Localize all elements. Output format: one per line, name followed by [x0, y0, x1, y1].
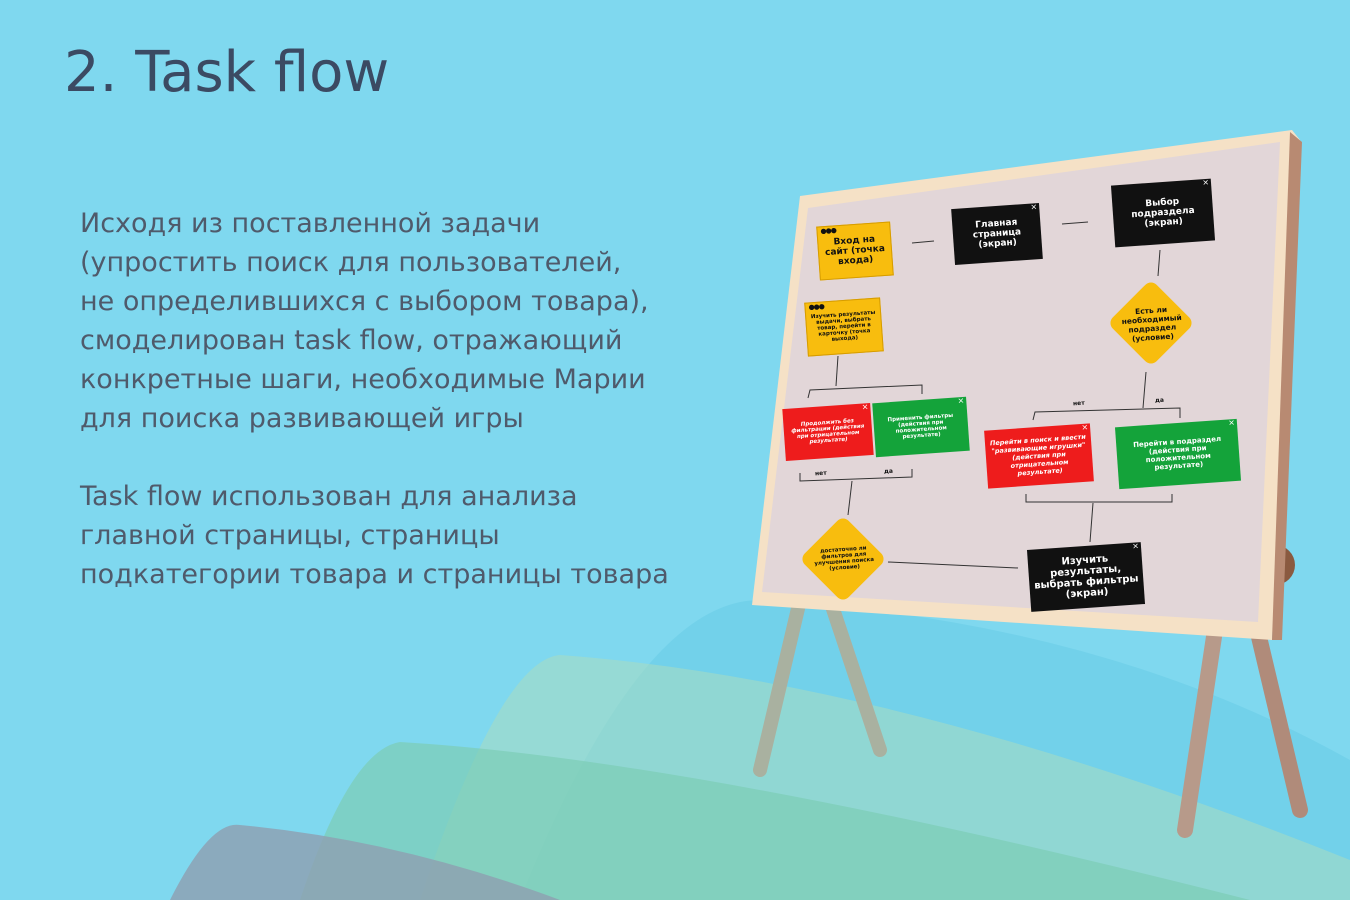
window-dots-icon: ●●● — [820, 226, 837, 236]
slide-paragraph-description: Исходя из поставленной задачи (упростить… — [80, 208, 649, 434]
flow-node-main-page: × Главная страница (экран) — [951, 202, 1043, 266]
flow-node-go-section: × Перейти в подраздел (действия при поло… — [1114, 417, 1242, 490]
branch-label-yes: да — [1154, 396, 1165, 405]
slide-title: 2. Task flow — [64, 40, 390, 105]
node-label: Изучить результаты, выбрать фильтры (экр… — [1033, 553, 1139, 601]
close-icon: × — [957, 395, 965, 406]
node-label: Вход на сайт (точка входа) — [824, 234, 886, 268]
close-icon: × — [1201, 177, 1210, 188]
flow-node-apply-filter: × Применить фильтры (действия при положи… — [872, 395, 970, 458]
close-icon: × — [1030, 202, 1038, 212]
node-label: Главная страница (экран) — [972, 217, 1022, 251]
flow-node-study-results: × Изучить результаты, выбрать фильтры (э… — [1026, 541, 1146, 612]
flow-node-entry: ●●● Вход на сайт (точка входа) — [816, 221, 894, 281]
branch-label-no: нет — [814, 469, 827, 478]
node-label: Изучить результаты выдачи, выбрать товар… — [810, 309, 876, 343]
branch-label-no: нет — [1072, 399, 1085, 408]
flow-node-choose-section: × Выбор подраздела (экран) — [1110, 177, 1216, 248]
close-icon: × — [861, 402, 869, 412]
node-label: Продолжить без фильтрации (действия при … — [791, 418, 865, 446]
node-label: Применить фильтры (действия при положите… — [887, 412, 954, 441]
close-icon: × — [1131, 541, 1140, 551]
flow-condition-section: Есть ли необходимый подраздел (условие) — [1121, 304, 1182, 344]
close-icon: × — [1227, 417, 1236, 428]
flow-node-go-search: × Перейти в поиск и ввести "развивающие … — [984, 422, 1094, 489]
node-label: Выбор подраздела (экран) — [1130, 196, 1195, 230]
slide-paragraph-usage: Task flow использован для анализа главно… — [80, 481, 669, 590]
close-icon: × — [1081, 422, 1089, 432]
node-label: Перейти в подраздел (действия при положи… — [1132, 434, 1222, 472]
flow-condition-filters: достаточно ли фильтров для улучшения пои… — [814, 545, 875, 573]
flow-node-no-filter: × Продолжить без фильтрации (действия пр… — [782, 402, 874, 462]
window-dots-icon: ●●● — [808, 302, 825, 312]
node-label: Перейти в поиск и ввести "развивающие иг… — [989, 432, 1087, 478]
flow-node-exit: ●●● Изучить результаты выдачи, выбрать т… — [804, 297, 884, 357]
branch-label-yes: да — [883, 467, 894, 476]
